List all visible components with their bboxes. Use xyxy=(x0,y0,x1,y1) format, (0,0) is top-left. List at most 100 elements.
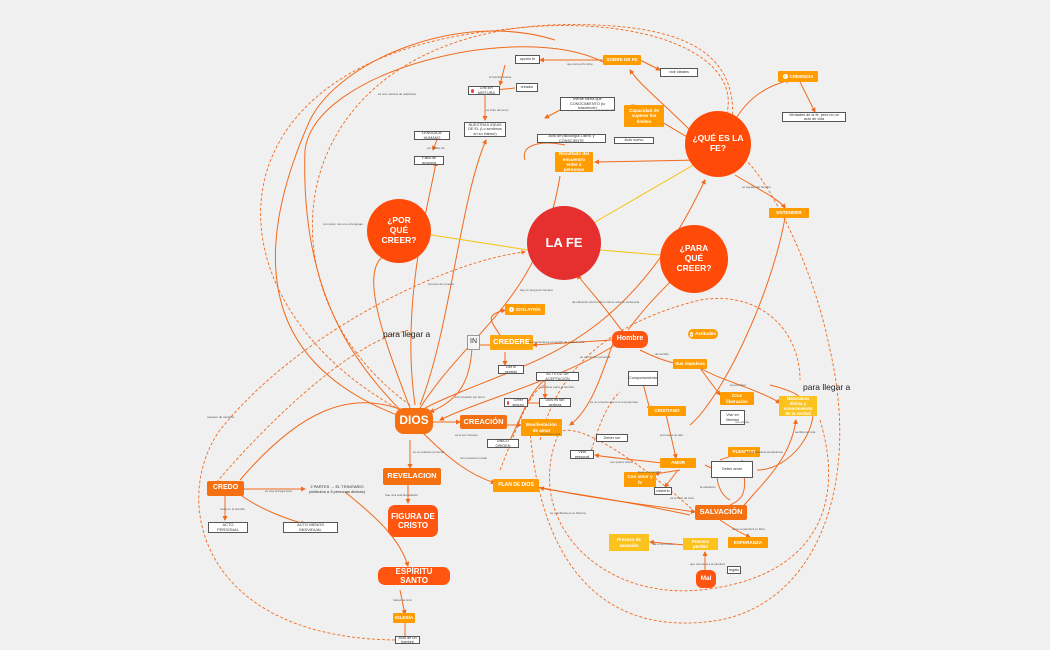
creencia-desc-node[interactable]: Verdades de la fe, pero no un acto de vi… xyxy=(782,112,846,122)
actitud-aceptar-label: ACTITUD DE ACEPTACIÓN xyxy=(545,372,570,381)
acto-personal-node[interactable]: ACTO PERSONAL xyxy=(208,522,248,533)
por-que-creer-node[interactable]: ¿POR QUÉ CREER? xyxy=(367,199,431,263)
dios-node[interactable]: DIOS xyxy=(395,408,433,434)
acto-nuevo-label: Acto nuevo xyxy=(624,138,644,143)
deber-amar-node[interactable]: Deber amar xyxy=(711,461,753,478)
deber-ser-node[interactable]: Deber ser xyxy=(596,434,628,442)
link-label: supera nuestras limitaciones xyxy=(745,450,784,454)
link-label: es un proceso que nos recompensa xyxy=(590,400,638,404)
naturaleza-divina-node[interactable]: Naturaleza divina y conocimiento de la v… xyxy=(779,396,817,416)
resultado-encuentro-node[interactable]: Resultado del encuentro entre 2 personas xyxy=(555,151,593,172)
capacidad-node[interactable]: Capacidad de superar los límites xyxy=(624,105,664,127)
mente-conoce-label: mente sierra que CONOCIMIENTO (lo trasci… xyxy=(569,97,606,111)
deber-amar-label: Deber amar xyxy=(721,467,743,472)
proceso-sanacion-node[interactable]: Proceso de sanación xyxy=(609,534,649,551)
plan-dios-label: PLAN DE DIOS xyxy=(498,481,534,488)
link-label: dá ubicación del hombre mismo ante su ex… xyxy=(572,300,640,304)
falta-recursos-node[interactable]: Falta de recursos xyxy=(414,156,444,165)
link-label: inicia en el hombre xyxy=(220,507,246,511)
mal-node[interactable]: Mal xyxy=(696,570,716,588)
revelacion-label: REVELACION xyxy=(387,471,437,481)
que-es-la-fe-node[interactable]: ¿QUÉ ES LA FE? xyxy=(685,111,751,177)
link-label: es el fruto de la fe xyxy=(670,496,694,500)
regalo-label: regalo xyxy=(728,567,740,572)
hombre-label: Hombre xyxy=(616,335,644,343)
link-label: la salvación xyxy=(700,485,716,489)
link-label: da sentido xyxy=(655,352,669,356)
unico-origen-node[interactable]: ÚNICO ORIGEN xyxy=(487,439,519,448)
sus-impulsos-label: Sus impulsos xyxy=(675,361,705,367)
acto-menos-individual-label: ACTO MENOS INDIVIDUAL xyxy=(297,521,324,532)
dar-sentido-label: Dar el sentido xyxy=(504,365,518,374)
actitudes-node[interactable]: +Actitudes xyxy=(688,329,718,339)
figura-cristo-node[interactable]: FIGURA DE CRISTO xyxy=(388,505,438,537)
sus-impulsos-node[interactable]: Sus impulsos xyxy=(673,359,707,369)
idolatria-node[interactable]: !IDOLATRÍA xyxy=(505,304,545,315)
con-amor-node[interactable]: Con amor y fe xyxy=(624,472,656,487)
dar-sentido-node[interactable]: Dar el sentido xyxy=(498,365,524,374)
plan-dios-node[interactable]: PLAN DE DIOS xyxy=(493,479,539,492)
manifestacion-node[interactable]: Manifestación de amor xyxy=(521,419,562,436)
amor-node[interactable]: AMOR xyxy=(660,458,696,468)
link-label: se separa del hombre xyxy=(742,185,772,189)
creencia-label: CREENCIA xyxy=(789,73,814,79)
cruz-liberacion-node[interactable]: Cruz liberación xyxy=(720,392,754,405)
opcion-fe-node[interactable]: opción fe xyxy=(515,55,540,64)
actitud-aceptar-node[interactable]: ACTITUD DE ACEPTACIÓN xyxy=(536,372,579,381)
sobre-fe-node[interactable]: SOBRE DE FE xyxy=(603,55,641,65)
link-label: es una manera de realizarse xyxy=(378,92,417,96)
espiritu-santo-node[interactable]: ESPÍRITU SANTO xyxy=(378,567,450,585)
credere-node[interactable]: CREDERE xyxy=(490,335,533,350)
link-label: lleva a la plenitud xyxy=(638,470,662,474)
creer-mistura-node[interactable]: CREER MISTURA xyxy=(468,86,500,95)
proceso-perdon-node[interactable]: Proceso perdón xyxy=(683,538,718,550)
mente-conoce-node[interactable]: mente sierra que CONOCIMIENTO (lo trasci… xyxy=(560,97,615,111)
dios-label: DIOS xyxy=(399,413,429,428)
espiritu-santo-label: ESPÍRITU SANTO xyxy=(395,566,433,585)
link-label: que nos lleva a la plenitud xyxy=(690,562,725,566)
credo-node[interactable]: CREDO xyxy=(207,481,244,496)
dios-certeza-label: Dios es tan certeza xyxy=(545,398,565,407)
link-label: en su relación personal xyxy=(413,450,445,454)
entender-node[interactable]: ENTENDER xyxy=(769,208,809,218)
link-label: nos quiere salvar xyxy=(610,460,633,464)
vida-personal-node[interactable]: Vida personal xyxy=(570,450,594,459)
iglesia-node[interactable]: IGLESIA xyxy=(393,613,415,623)
acto-menos-individual-node[interactable]: ACTO MENOS INDIVIDUAL xyxy=(283,522,338,533)
credo-partes-node[interactable]: 2 PARTES → EL TRINITARIO (atributos a 3 … xyxy=(306,482,368,498)
creacion-label: CREACIÓN xyxy=(463,416,504,426)
esperanza-node[interactable]: ESPERANZA xyxy=(728,537,768,548)
para-que-creer-node[interactable]: ¿PARA QUÉ CREER? xyxy=(660,225,728,293)
lenguaje-humano-node[interactable]: LENGUAJE HUMANO xyxy=(414,131,450,140)
regalo-node[interactable]: regalo xyxy=(727,566,741,574)
acto-hombre-node[interactable]: Acto de un hombre xyxy=(395,636,420,644)
link-label: proceso de conocer xyxy=(428,282,455,286)
misterio-node[interactable]: misterio xyxy=(654,487,672,495)
revelacion-node[interactable]: REVELACION xyxy=(383,468,441,485)
plenitud-node[interactable]: PLENITUD xyxy=(728,447,760,457)
creador-node[interactable]: creador xyxy=(516,83,538,92)
creencia-node[interactable]: *CREENCIA xyxy=(778,71,818,82)
dios-certeza-node[interactable]: Dios es tan certeza xyxy=(539,398,571,407)
creer-seguro-node[interactable]: Creer seguro xyxy=(504,398,528,407)
para-que-label: ¿PARA QUÉ CREER? xyxy=(676,243,712,273)
creacion-node[interactable]: CREACIÓN xyxy=(460,415,507,429)
acto-nuevo-node[interactable]: Acto nuevo xyxy=(614,137,654,144)
falta-recursos-label: Falta de recursos xyxy=(421,156,437,165)
vivir-libertad-node[interactable]: Vivir en libertad xyxy=(720,410,745,425)
salvacion-node[interactable]: SALVACIÓN xyxy=(695,505,747,520)
lenguaje-humano-label: LENGUAJE HUMANO xyxy=(421,131,443,140)
link-label: trae una sola Revelación xyxy=(385,493,419,497)
nuestras-ideas-node[interactable]: NUESTRAS IDEAS DE EL (Lo sentimos en su … xyxy=(464,122,506,137)
comportamiento-node[interactable]: Comportamiento xyxy=(628,371,658,386)
credere-label: CREDERE xyxy=(493,337,530,347)
acto-psicologico-node[interactable]: Acto de psicología LIBRE y CONSCIENTE xyxy=(537,134,606,143)
vivir-ideales-node[interactable]: vivir ideales xyxy=(660,68,698,77)
link-label: nos ofrece xyxy=(735,420,750,424)
la-fe-node[interactable]: LA FE xyxy=(527,206,601,280)
naturaleza-divina-label: Naturaleza divina y conocimiento de la v… xyxy=(783,395,813,417)
hombre-node[interactable]: Hombre xyxy=(612,331,648,348)
in-node[interactable]: IN xyxy=(467,335,480,350)
cristiano-node[interactable]: CRISTIANO xyxy=(648,406,686,416)
